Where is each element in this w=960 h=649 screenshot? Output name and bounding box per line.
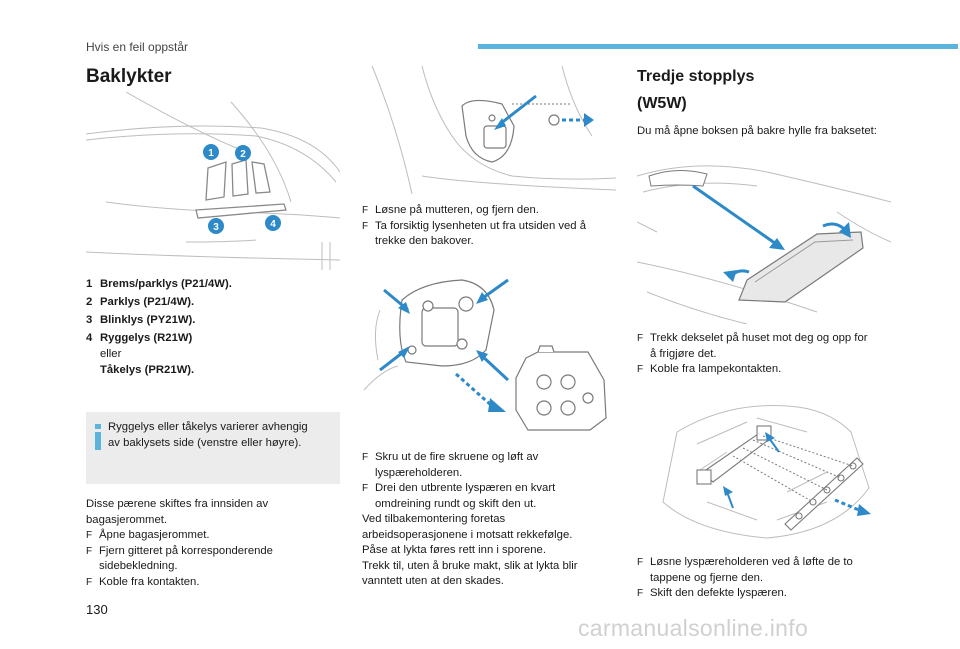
info-line: av baklysets side (venstre eller høyre). [108,436,302,449]
info-line: Ryggelys eller tåkelys varierer avhengig [108,421,308,433]
step-text: Løsne lyspæreholderen ved å løfte de to [650,556,853,568]
callout-1: 1 [208,148,214,159]
callout-3: 3 [213,222,219,233]
legend-number: 3 [86,314,93,326]
step-text: Ta forsiktig lysenheten ut fra utsiden v… [375,219,586,232]
step-text: sidebekledning. [99,560,178,572]
bulb-legend: 1 Brems/parklys (P21/4W). 2 Parklys (P21… [86,276,340,378]
legend-text: Blinklys (PY21W). [100,314,196,326]
legend-number: 1 [86,278,93,290]
left-body: Disse pærene skiftes fra innsiden av bag… [86,497,340,590]
legend-number: 2 [86,296,93,308]
step-text: tappene og fjerne den. [650,571,764,584]
info-box [86,412,340,484]
legend-text-alt: Tåkelys (PR21W). [100,364,195,376]
page-number: 130 [86,602,108,617]
step-text: Trekk dekselet på huset mot deg og opp f… [650,332,868,344]
section-label: Hvis en feil oppstår [86,40,189,54]
bulb-holder-illustration [363,278,607,431]
legend-item: 2 Parklys (P21/4W). [86,294,340,310]
legend-item: 4 Ryggelys (R21W) eller Tåkelys (PR21W). [86,330,340,378]
step-text: Drei den utbrente lyspæren en kvart [375,482,556,494]
legend-item: 1 Brems/parklys (P21/4W). [86,276,340,292]
nut-removal-illustration [371,66,616,194]
step-text: Koble fra lampekontakten. [650,363,782,375]
info-icon [95,424,101,450]
header-accent-bar [478,44,958,49]
step-text: Skift den defekte lyspæren. [650,587,787,599]
step-text: Koble fra kontakten. [99,575,200,588]
info-text: Ryggelys eller tåkelys varierer avhengig… [108,420,338,451]
legend-number: 4 [86,332,93,344]
lamp-holder-illustration [662,405,871,539]
section-subtitle: (W5W) [637,95,687,112]
body-line: bagasjerommet. [86,513,167,526]
section-title: Tredje stopplys [637,68,755,85]
body-line: Disse pærene skiftes fra innsiden av [86,498,269,510]
callout-4: 4 [270,219,276,230]
para-line: vanntett uten at den skades. [362,575,504,587]
legend-text: Ryggelys (R21W) [100,332,193,344]
step-text: omdreining rundt og skift den ut. [375,497,537,510]
page-title: Baklykter [86,66,172,87]
legend-item: 3 Blinklys (PY21W). [86,312,340,328]
step-text: å frigjøre det. [650,347,717,360]
legend-text-or: eller [100,348,122,360]
step-text: Åpne bagasjerommet. [99,529,210,541]
step-text: lyspæreholderen. [375,466,463,479]
step-text: Løsne på mutteren, og fjern den. [375,204,539,216]
shelf-cover-illustration [637,165,891,324]
step-text: Fjern gitteret på korresponderende [99,544,273,557]
callout-2: 2 [240,149,246,160]
para-line: Påse at lykta føres rett inn i sporene. [362,544,546,556]
para-line: Trekk til, uten å bruke makt, slik at ly… [362,559,578,572]
legend-text: Brems/parklys (P21/4W). [100,278,232,290]
watermark: carmanualsonline.info [578,615,809,641]
callout-badges: 1 2 3 4 [203,144,281,234]
step-text: Skru ut de fire skruene og løft av [375,451,539,463]
tail-light-illustration: 1 2 3 4 [86,92,340,270]
legend-text: Parklys (P21/4W). [100,296,195,308]
step-text: trekke den bakover. [375,235,474,247]
para-line: arbeidsoperasjonene i motsatt rekkefølge… [362,528,573,541]
intro-text: Du må åpne boksen på bakre hylle fra bak… [637,125,877,137]
para-line: Ved tilbakemontering foretas [362,513,506,525]
